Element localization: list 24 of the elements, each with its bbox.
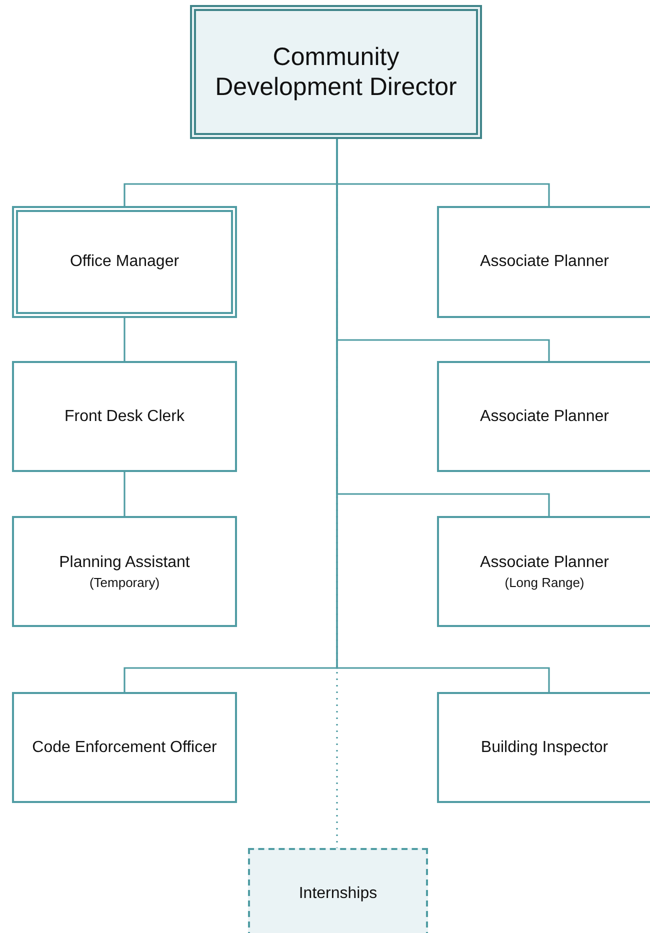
role-title: Associate Planner xyxy=(480,408,609,426)
director-box xyxy=(190,5,482,139)
role-title: Planning Assistant xyxy=(59,554,190,572)
role-box xyxy=(12,516,237,627)
role-title: Front Desk Clerk xyxy=(64,408,185,426)
role-box xyxy=(12,206,237,318)
role-title: Internships xyxy=(298,885,378,903)
connector xyxy=(124,318,126,361)
role-note: (Temporary) xyxy=(89,574,160,590)
role-box xyxy=(437,692,650,803)
connector xyxy=(124,472,126,516)
role-box xyxy=(437,516,650,627)
role-note: (Long Range) xyxy=(504,574,584,590)
role-title: Code Enforcement Officer xyxy=(32,738,217,756)
role-title: Office Manager xyxy=(70,253,180,271)
role-box xyxy=(437,361,650,472)
role-title: Building Inspector xyxy=(480,738,608,756)
role-title: Associate Planner xyxy=(480,253,609,271)
role-box xyxy=(12,361,237,472)
role-box xyxy=(12,692,237,803)
role-title: Associate Planner xyxy=(480,554,609,572)
dashed-role-box xyxy=(248,848,428,933)
role-title: Community Development Director xyxy=(214,42,458,102)
role-box xyxy=(437,206,650,318)
